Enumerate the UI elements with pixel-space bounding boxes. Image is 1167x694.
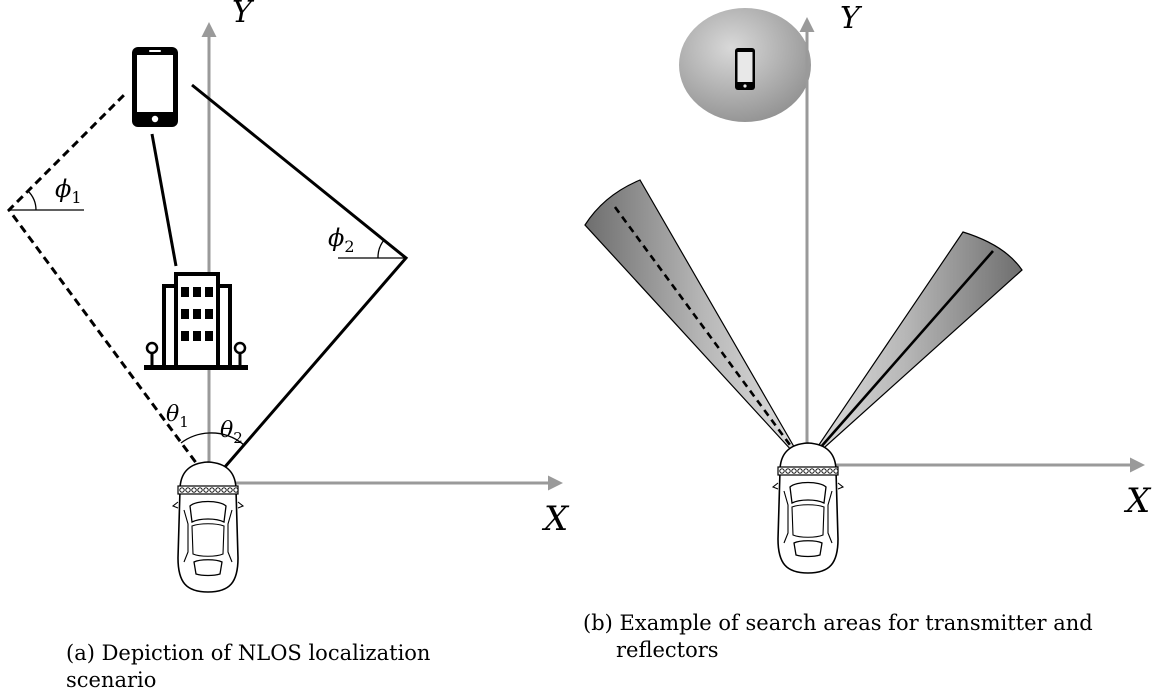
car-icon [172, 461, 244, 593]
caption-b-line2: reflectors [616, 638, 719, 662]
panel-a: Y X ϕ1 ϕ2 θ1 θ2 [7, 0, 570, 593]
phone-icon [132, 47, 178, 127]
caption-b-text-1: Example of search areas for transmitter … [619, 611, 1093, 635]
y-axis-label-a: Y [232, 0, 255, 30]
reflector-search-beam-left [584, 179, 805, 465]
caption-a-tag: (a) [66, 641, 95, 665]
caption-b: (b) Example of search areas for transmit… [583, 610, 1158, 664]
y-axis-label-b: Y [840, 1, 863, 36]
los-blocked-line [150, 133, 178, 267]
phi1-angle-arc [27, 190, 37, 211]
caption-a: (a) Depiction of NLOS localization scena… [66, 640, 446, 694]
caption-a-text: Depiction of NLOS localization scenario [66, 641, 431, 692]
caption-b-line1: (b) Example of search areas for transmit… [583, 610, 1158, 637]
phi1-label: ϕ1 [55, 175, 82, 207]
beam-left-center-dashed [610, 202, 806, 465]
x-axis-label-b: X [1123, 481, 1152, 521]
building-icon [144, 272, 248, 370]
phone-icon [735, 48, 755, 90]
beam-right-center-solid [805, 250, 994, 465]
car-icon [772, 442, 844, 574]
theta2-label: θ2 [220, 418, 243, 447]
figure-canvas: Y X ϕ1 ϕ2 θ1 θ2 [7, 0, 1152, 593]
x-axis-label-a: X [541, 499, 570, 539]
reflector-search-beam-right [805, 231, 1023, 465]
phi2-label: ϕ2 [328, 224, 355, 256]
theta2-angle-arc [208, 432, 245, 446]
theta1-label: θ1 [166, 402, 189, 431]
theta1-angle-arc [180, 432, 210, 444]
phi2-angle-arc [377, 239, 385, 259]
panel-b: Y X [584, 1, 1152, 574]
caption-b-tag: (b) [583, 611, 613, 635]
